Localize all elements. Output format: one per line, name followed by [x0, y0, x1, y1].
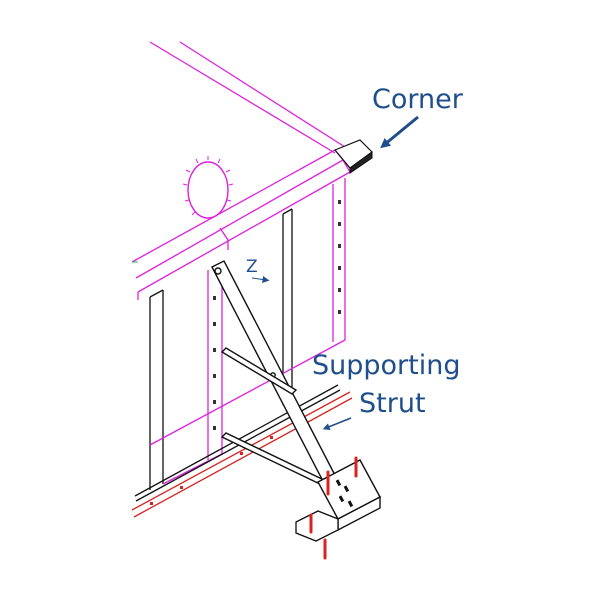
axis-z-label: Z — [246, 257, 258, 277]
tank-top-frame — [131, 41, 351, 293]
corner-block — [334, 139, 373, 174]
axis-marker: Z — [132, 257, 270, 283]
arrow-right-icon — [251, 276, 270, 283]
supporting-label: Supporting — [312, 350, 461, 381]
corner-callout: Corner — [372, 84, 464, 149]
supporting-strut-callout: Supporting Strut — [312, 350, 461, 430]
wall-stiffeners — [137, 178, 346, 490]
manhole-cover-icon — [182, 156, 234, 219]
strut-label: Strut — [359, 388, 426, 419]
corner-label: Corner — [372, 84, 464, 115]
strut-base-bracket — [295, 456, 381, 560]
supporting-strut — [211, 260, 339, 488]
arrow-pointing-down-left-icon — [380, 115, 419, 149]
arrow-pointing-left-icon — [322, 417, 352, 430]
